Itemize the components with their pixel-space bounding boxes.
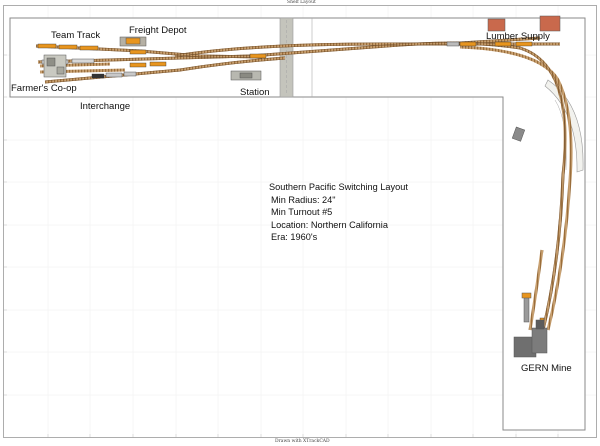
label-team-track: Team Track — [51, 30, 101, 41]
label-interchange: Interchange — [80, 101, 131, 112]
track-mine — [528, 249, 544, 331]
freight-car — [129, 62, 147, 68]
freight-car — [79, 45, 99, 51]
freight-car — [459, 41, 477, 47]
info-min-radius: Min Radius: 24" — [271, 194, 336, 205]
freight-car — [494, 41, 512, 47]
drawing-border — [3, 5, 597, 438]
mine-complex — [513, 292, 548, 358]
info-era: Era: 1960's — [271, 232, 318, 242]
freight-car — [37, 43, 57, 49]
label-lumber-supply: Lumber Supply — [486, 31, 550, 42]
freight-depot-building — [119, 36, 147, 47]
farmers-coop-building — [43, 54, 67, 78]
freight-car — [149, 61, 167, 67]
header-title: Shelf Layout — [287, 0, 316, 5]
grey-car — [123, 71, 137, 77]
info-title: Southern Pacific Switching Layout — [269, 182, 408, 192]
lumber-shed — [539, 15, 561, 32]
freight-car — [58, 44, 78, 50]
freight-car — [129, 49, 147, 55]
track-curve-outer — [459, 45, 573, 331]
structures — [43, 15, 561, 358]
passenger-car — [71, 58, 95, 64]
label-gern-mine: GERN Mine — [521, 363, 572, 374]
freight-car — [515, 41, 533, 47]
scale-ticks — [3, 54, 559, 438]
info-location: Location: Northern California — [271, 219, 388, 230]
label-freight-depot: Freight Depot — [129, 25, 187, 36]
label-station: Station — [240, 87, 270, 98]
grey-car — [446, 41, 460, 47]
grey-car — [105, 72, 123, 78]
station-building — [230, 70, 262, 81]
footer-credit: Drawn with XTrackCAD — [275, 439, 330, 444]
small-structure — [511, 126, 526, 142]
locomotive — [91, 73, 105, 79]
layout-info: Southern Pacific Switching Layout Min Ra… — [269, 181, 408, 244]
lumber-shed — [487, 18, 506, 32]
track-upper — [174, 36, 541, 58]
info-min-turnout: Min Turnout #5 — [271, 207, 333, 217]
label-farmers-coop: Farmer's Co-op — [11, 83, 77, 94]
freight-car — [249, 53, 267, 59]
track-interchange — [44, 56, 286, 84]
